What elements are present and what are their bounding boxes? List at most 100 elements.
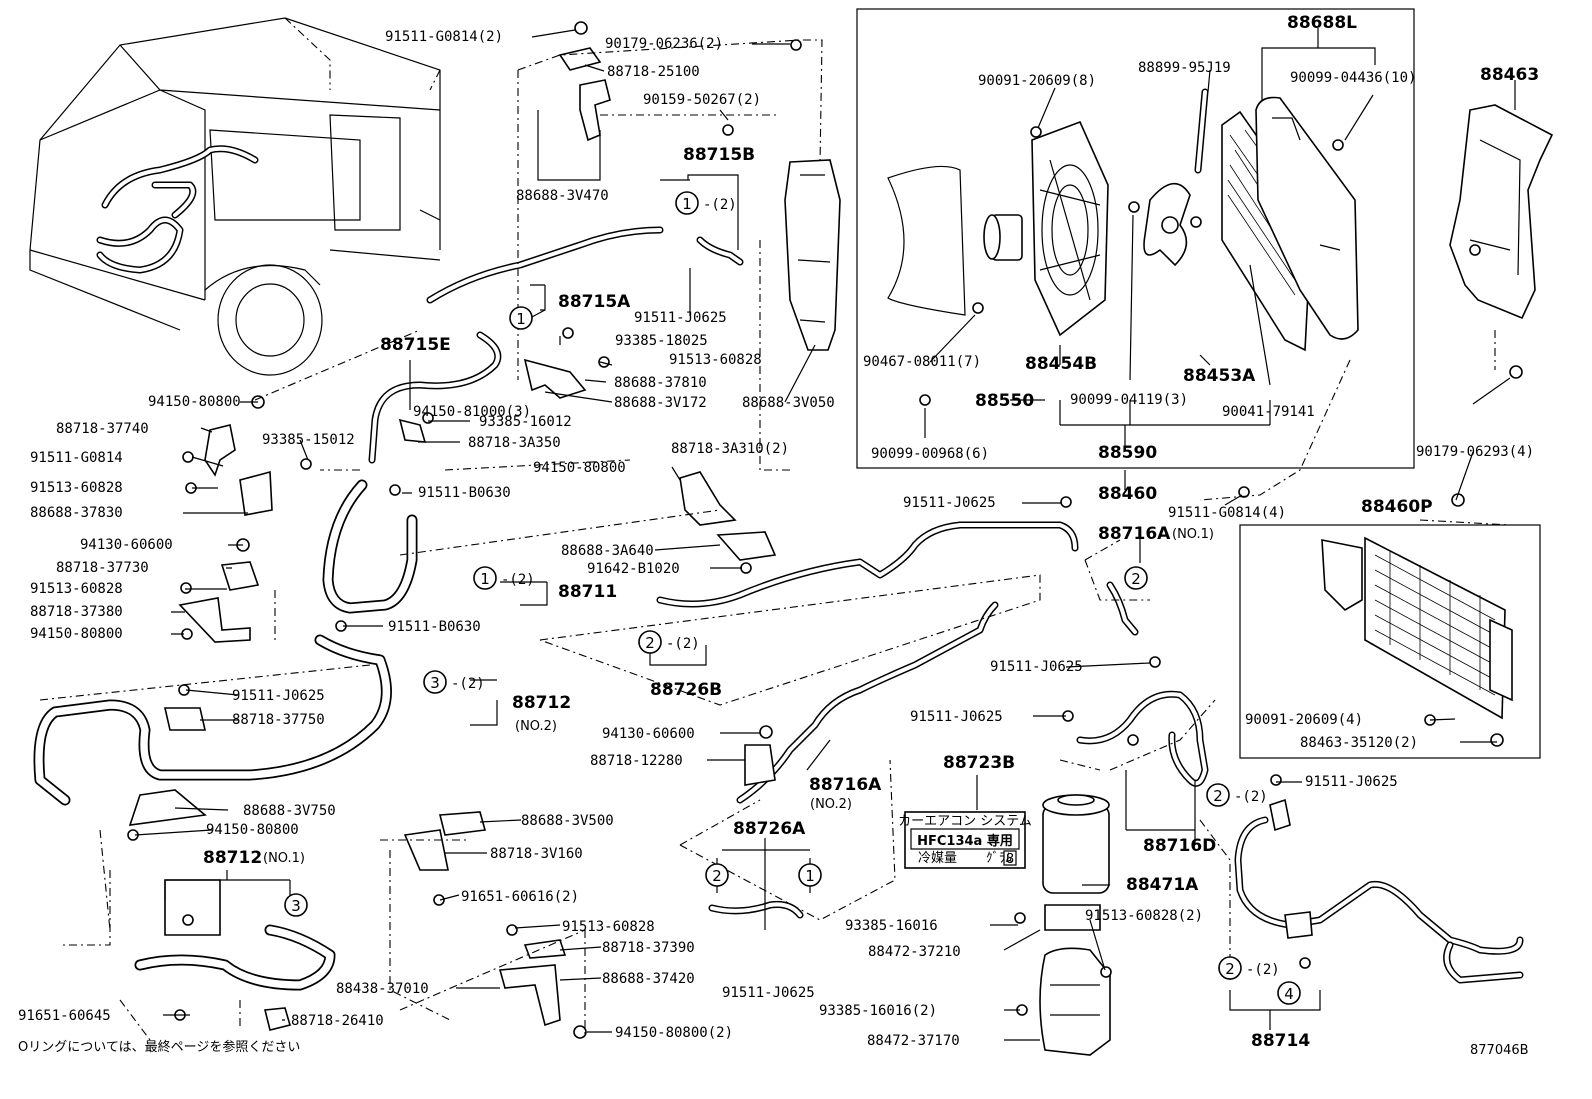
part-label: 88726B [650, 680, 722, 700]
part-label: 91511-J0625 [1305, 774, 1398, 790]
part-label: 91511-G0814(2) [385, 29, 503, 45]
part-label: 90179-06236(2) [605, 36, 723, 52]
svg-text:2: 2 [1213, 787, 1223, 805]
ref-circle-3 [284, 893, 308, 917]
part-label: 88688-37810 [614, 375, 707, 391]
part-label: 90179-06293(4) [1416, 444, 1534, 460]
part-label: 91511-J0625 [990, 659, 1083, 675]
ref-circle-2 [1124, 566, 1148, 590]
part-label: 88716A [809, 775, 882, 795]
part-label: 88688-37830 [30, 505, 123, 521]
part-suffix: (NO.2) [515, 719, 557, 734]
label-card-left: 冷媒量 [918, 851, 957, 866]
ref-circle-2 [1218, 956, 1242, 980]
part-label: 90099-04119(3) [1070, 392, 1188, 408]
part-label: 88718-3A350 [468, 435, 561, 451]
svg-text:4: 4 [1284, 985, 1294, 1003]
condenser-box [1239, 524, 1541, 759]
part-label: 93385-16016 [845, 918, 938, 934]
part-label: 88460 [1098, 484, 1157, 504]
part-label: 93385-16012 [479, 414, 572, 430]
part-suffix: (NO.1) [263, 851, 305, 866]
part-label: 88723B [943, 753, 1015, 773]
part-label: 88711 [558, 582, 617, 602]
o-ring-note: Oリングについては、最終ページを参照ください [18, 1039, 300, 1055]
part-label: 88453A [1183, 366, 1256, 386]
part-label: 91513-60828 [669, 352, 762, 368]
part-label: 88688L [1287, 13, 1357, 33]
part-label: 88688-3V470 [516, 188, 609, 204]
svg-text:2: 2 [712, 867, 722, 885]
part-label: 88688-3V172 [614, 395, 707, 411]
part-label: 91511-B0630 [418, 485, 511, 501]
part-label: 88899-95J19 [1138, 60, 1231, 76]
part-qty: -(2) [1246, 962, 1280, 978]
part-label: 88463 [1480, 65, 1539, 85]
part-label: 88688-37420 [602, 971, 695, 987]
illustration-code: 877046B [1470, 1043, 1529, 1058]
part-label: 88463-35120(2) [1300, 735, 1418, 751]
part-label: 90099-04436(10) [1290, 70, 1416, 86]
part-label: 90041-79141 [1222, 404, 1315, 420]
ref-circle-3 [423, 670, 447, 694]
part-label: 91513-60828 [30, 480, 123, 496]
part-qty: -(2) [451, 676, 485, 692]
part-label: 88688-3V500 [521, 813, 614, 829]
part-qty: -(2) [703, 197, 737, 213]
part-labels: 91511-G0814(2) 90179-06236(2) 88718-2510… [18, 13, 1539, 1051]
part-label: 91511-B0630 [388, 619, 481, 635]
ref-circle-1 [473, 566, 497, 590]
label-card-digit: 8 [1006, 852, 1014, 867]
part-label: 94150-80800 [30, 626, 123, 642]
part-label: 94150-80800 [533, 460, 626, 476]
part-label: 88688-3V050 [742, 395, 835, 411]
part-qty: -(2) [1234, 789, 1268, 805]
part-label: 94150-80800(2) [615, 1025, 733, 1041]
ref-circle-2 [705, 863, 729, 887]
svg-text:3: 3 [430, 674, 440, 692]
part-label: 88714 [1251, 1031, 1310, 1051]
part-label: 88718-3V160 [490, 846, 583, 862]
ref-circle-1 [675, 191, 699, 215]
part-label: 88472-37170 [867, 1033, 960, 1049]
part-label: 91511-J0625 [232, 688, 325, 704]
svg-text:1: 1 [516, 310, 526, 328]
part-label: 88718-37750 [232, 712, 325, 728]
svg-text:2: 2 [645, 634, 655, 652]
part-label: 88688-3A640 [561, 543, 654, 559]
part-label: 88718-3A310(2) [671, 441, 789, 457]
part-label: 88590 [1098, 443, 1157, 463]
ref-circle-2 [1206, 783, 1230, 807]
part-label: 91651-60616(2) [461, 889, 579, 905]
part-label: 88715B [683, 145, 755, 165]
part-label: 91513-60828 [562, 919, 655, 935]
part-label: 88718-37390 [602, 940, 695, 956]
ref-circle-1 [509, 306, 533, 330]
part-label: 88718-37730 [56, 560, 149, 576]
part-label: 91513-60828(2) [1085, 908, 1203, 924]
part-label: 91511-J0625 [722, 985, 815, 1001]
refrigerant-label-card: カーエアコン システム HFC134a 専用 冷媒量 ｸﾞﾗﾑ 8 [898, 811, 1032, 869]
vehicle-illustration [29, 17, 441, 376]
part-label: 88460P [1361, 497, 1433, 517]
part-label: 91513-60828 [30, 581, 123, 597]
svg-text:2: 2 [1225, 960, 1235, 978]
part-label: 91511-G0814 [30, 450, 123, 466]
phantom-lines [39, 39, 1511, 1041]
part-label: 88712 [203, 848, 262, 868]
part-label: 88715E [380, 335, 451, 355]
bracket-88463 [1449, 104, 1554, 507]
part-label: 91642-B1020 [587, 561, 680, 577]
part-label: 94150-81000(3) [413, 404, 531, 420]
part-qty: -(2) [666, 636, 700, 652]
svg-text:1: 1 [682, 195, 692, 213]
part-label: 88550 [975, 391, 1034, 411]
part-label: 88716A [1098, 524, 1171, 544]
part-label: 91511-J0625 [910, 709, 1003, 725]
part-label: 88688-3V750 [243, 803, 336, 819]
label-card-main: HFC134a 専用 [917, 833, 1013, 849]
part-label: 91511-G0814(4) [1168, 505, 1286, 521]
part-label: 91511-J0625 [634, 310, 727, 326]
part-label: 88715A [558, 292, 631, 312]
